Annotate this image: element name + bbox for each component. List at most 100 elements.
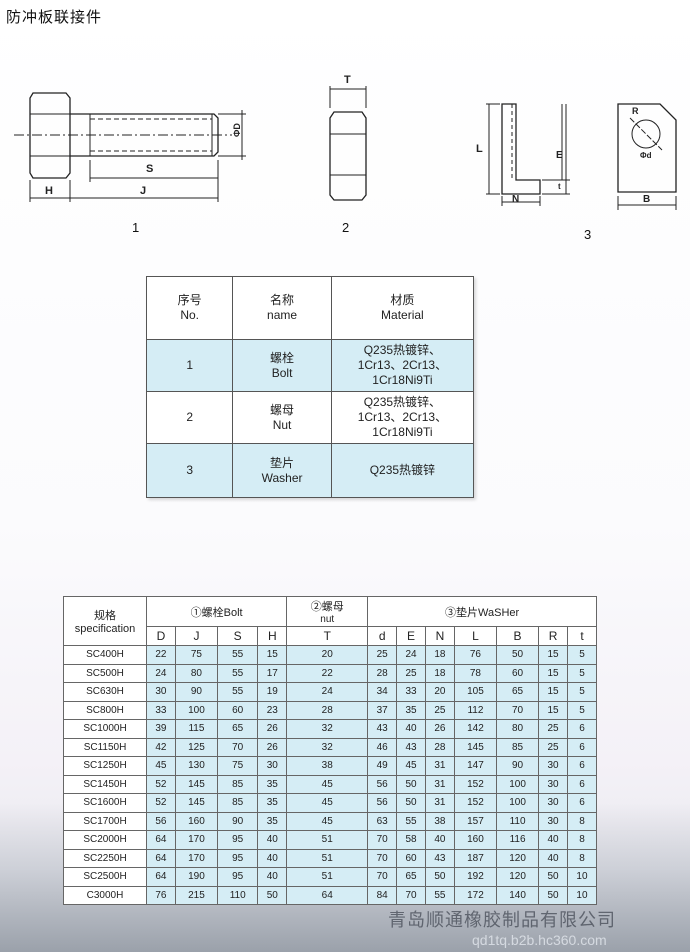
value-cell: 18 xyxy=(424,645,455,665)
column-header: E xyxy=(396,626,426,646)
value-cell: 18 xyxy=(424,663,455,683)
value-cell: 145 xyxy=(174,774,219,794)
column-header: J xyxy=(174,626,219,646)
value-cell: 160 xyxy=(174,811,219,831)
value-cell: 60 xyxy=(216,700,259,720)
spec-name-cell: SC2500H xyxy=(63,867,147,887)
value-cell: 116 xyxy=(495,830,540,850)
spec-name-cell: SC500H xyxy=(63,663,147,683)
value-cell: 75 xyxy=(174,645,219,665)
value-cell: 49 xyxy=(367,756,398,776)
spec-name-cell: SC1700H xyxy=(63,811,147,831)
value-cell: 76 xyxy=(453,645,497,665)
value-cell: 65 xyxy=(216,719,259,739)
value-cell: 85 xyxy=(216,774,259,794)
value-cell: 55 xyxy=(216,645,259,665)
column-header: H xyxy=(257,626,288,646)
value-cell: 17 xyxy=(257,663,288,683)
value-cell: 152 xyxy=(453,793,497,813)
value-cell: 6 xyxy=(566,774,598,794)
value-cell: 64 xyxy=(146,867,176,887)
value-cell: 70 xyxy=(367,848,398,868)
bolt-group-header: ①螺栓Bolt xyxy=(145,596,288,627)
value-cell: 130 xyxy=(174,756,219,776)
value-cell: 5 xyxy=(566,682,598,702)
value-cell: 120 xyxy=(495,867,540,887)
value-cell: 40 xyxy=(257,848,288,868)
value-cell: 15 xyxy=(257,645,288,665)
value-cell: 31 xyxy=(424,756,455,776)
value-cell: 170 xyxy=(174,830,219,850)
value-cell: 25 xyxy=(538,737,568,757)
value-cell: 5 xyxy=(566,700,598,720)
column-header: B xyxy=(495,626,540,646)
value-cell: 8 xyxy=(566,830,598,850)
value-cell: 90 xyxy=(495,756,540,776)
dim-label-h: H xyxy=(45,185,53,197)
spec-name-cell: SC1450H xyxy=(63,774,147,794)
value-cell: 58 xyxy=(396,830,426,850)
value-cell: 105 xyxy=(453,682,497,702)
value-cell: 80 xyxy=(174,663,219,683)
washer-group-header: ③垫片WaSHer xyxy=(367,596,597,627)
column-header: R xyxy=(538,626,568,646)
value-cell: 70 xyxy=(495,700,540,720)
value-cell: 60 xyxy=(495,663,540,683)
value-cell: 55 xyxy=(396,811,426,831)
value-cell: 30 xyxy=(538,811,568,831)
value-cell: 40 xyxy=(257,867,288,887)
value-cell: 25 xyxy=(424,700,455,720)
dim-label-d: ΦD xyxy=(232,123,242,137)
value-cell: 30 xyxy=(538,774,568,794)
value-cell: 23 xyxy=(257,700,288,720)
column-header: N xyxy=(424,626,455,646)
row-material: Q235热镀锌 xyxy=(330,443,475,498)
dim-label-r: R xyxy=(632,106,639,116)
column-header: D xyxy=(146,626,176,646)
value-cell: 192 xyxy=(453,867,497,887)
value-cell: 100 xyxy=(174,700,219,720)
dim-label-n: N xyxy=(512,194,519,205)
washer-side-drawing xyxy=(486,103,570,206)
value-cell: 152 xyxy=(453,774,497,794)
row-no: 2 xyxy=(145,391,234,444)
value-cell: 110 xyxy=(495,811,540,831)
value-cell: 33 xyxy=(146,700,176,720)
column-header: S xyxy=(216,626,259,646)
value-cell: 42 xyxy=(146,737,176,757)
value-cell: 64 xyxy=(146,848,176,868)
nut-drawing xyxy=(329,86,367,201)
value-cell: 64 xyxy=(286,885,369,905)
value-cell: 85 xyxy=(216,793,259,813)
value-cell: 26 xyxy=(257,719,288,739)
dim-label-e: E xyxy=(556,150,563,161)
value-cell: 43 xyxy=(367,719,398,739)
spec-name-cell: SC800H xyxy=(63,700,147,720)
value-cell: 40 xyxy=(424,830,455,850)
value-cell: 10 xyxy=(566,867,598,887)
value-cell: 142 xyxy=(453,719,497,739)
value-cell: 50 xyxy=(257,885,288,905)
dim-label-j: J xyxy=(140,185,146,197)
value-cell: 35 xyxy=(257,793,288,813)
value-cell: 95 xyxy=(216,848,259,868)
value-cell: 60 xyxy=(396,848,426,868)
value-cell: 50 xyxy=(538,885,568,905)
value-cell: 187 xyxy=(453,848,497,868)
dim-label-l: L xyxy=(476,143,483,155)
value-cell: 125 xyxy=(174,737,219,757)
value-cell: 56 xyxy=(146,811,176,831)
value-cell: 30 xyxy=(538,793,568,813)
row-material: Q235热镀锌、1Cr13、2Cr13、1Cr18Ni9Ti xyxy=(330,339,475,392)
column-header: L xyxy=(453,626,497,646)
